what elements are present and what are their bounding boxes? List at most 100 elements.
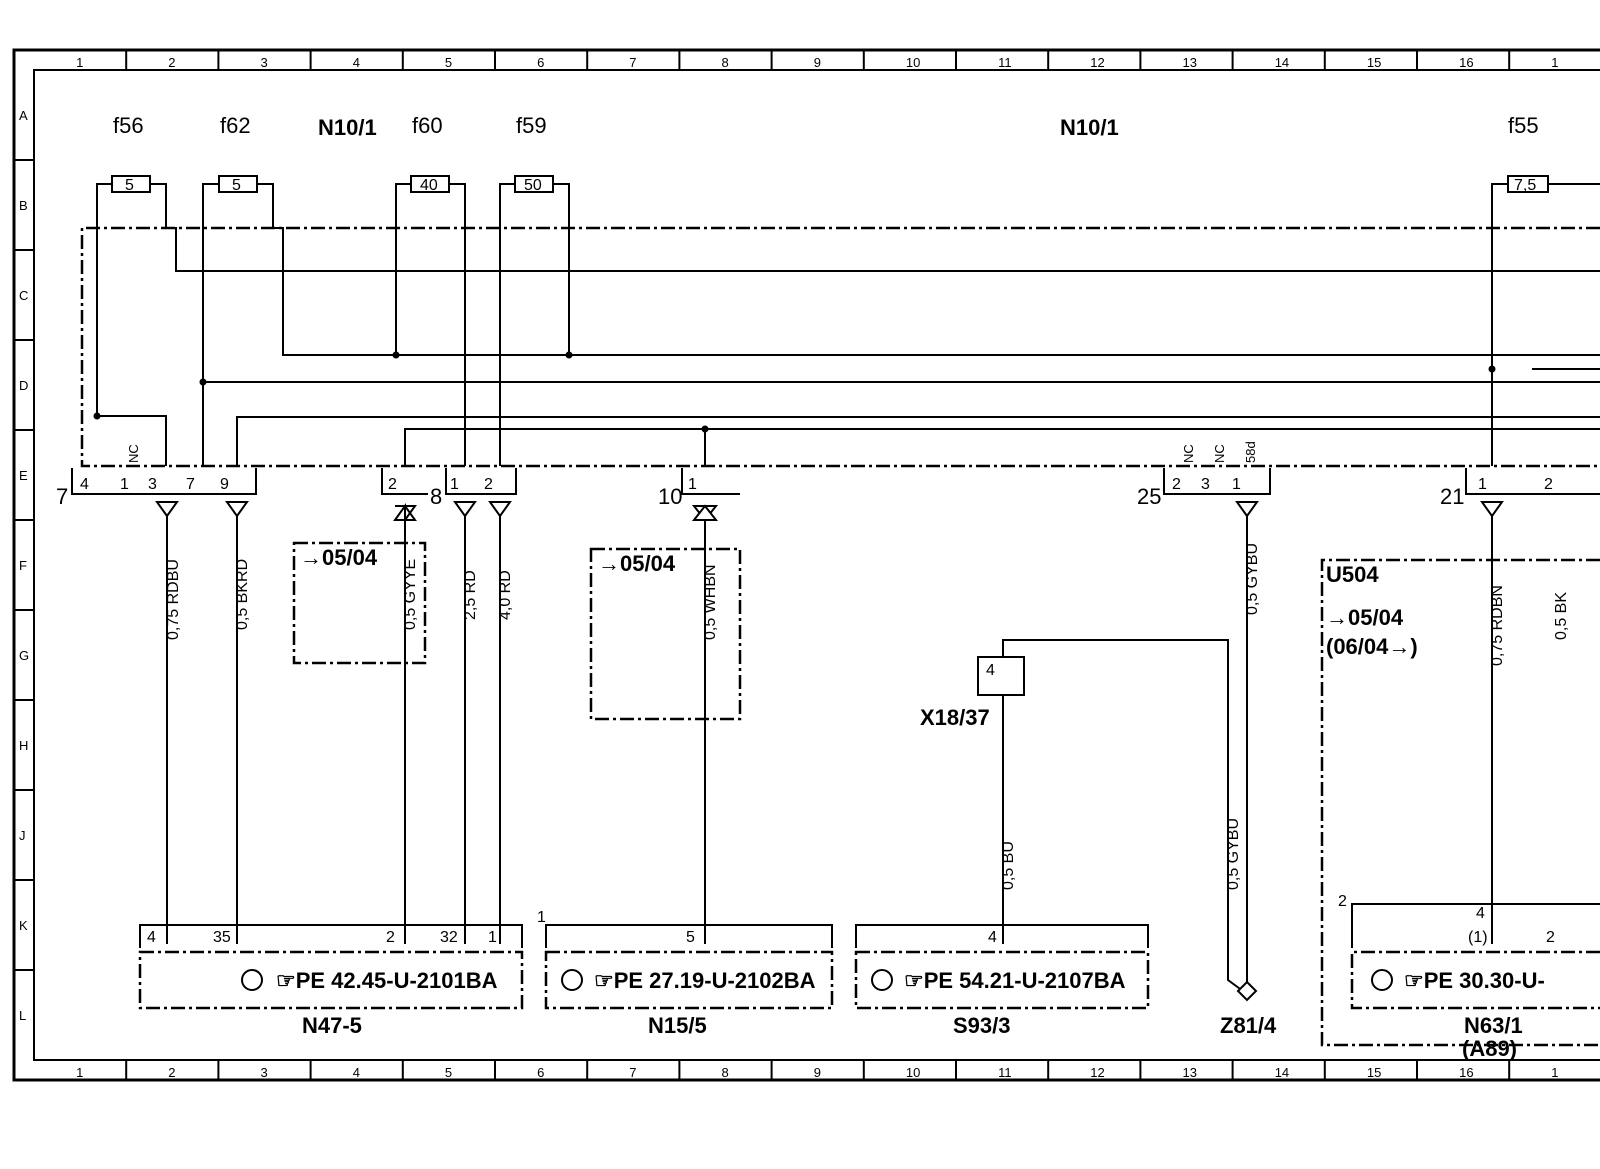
pin-label: 2 xyxy=(388,476,397,493)
nc-mark: NC xyxy=(1181,444,1196,463)
x18-pin-label: 4 xyxy=(986,662,995,679)
vertical-wires xyxy=(166,516,1493,995)
pin-label: 2 xyxy=(484,476,493,493)
column-label: 8 xyxy=(722,1065,729,1080)
u504-box xyxy=(1320,558,1600,1047)
column-label: 3 xyxy=(261,1065,268,1080)
row-label: K xyxy=(19,918,28,933)
fuse-rating-f59: 50 xyxy=(524,177,542,194)
pin-label: 35 xyxy=(213,929,231,946)
variant-box-2 xyxy=(589,547,742,721)
nc-mark: 58d xyxy=(1243,441,1258,463)
component-boxes xyxy=(138,903,1600,1010)
pin-label: 3 xyxy=(148,476,157,493)
component-name: N63/1 xyxy=(1464,1013,1523,1038)
wire-label: 2,5 RD xyxy=(462,570,479,620)
pin-label: 9 xyxy=(220,476,229,493)
component-ref: ☞PE 54.21-U-2107BA xyxy=(904,968,1126,993)
pin-label: 2 xyxy=(1546,929,1555,946)
grid-ticks: 1122334455667788991010111112121313141415… xyxy=(14,50,1559,1080)
variant-note-3: →05/04 xyxy=(1326,605,1404,630)
ground-label: Z81/4 xyxy=(1220,1013,1277,1038)
fuse-label-f55: f55 xyxy=(1508,113,1539,138)
column-label: 1 xyxy=(76,1065,83,1080)
pin-label: 1 xyxy=(688,476,697,493)
component-name: N15/5 xyxy=(648,1013,707,1038)
pin-label: 4 xyxy=(1476,905,1485,922)
nc-mark: NC xyxy=(126,444,141,463)
wire-label: 0,5 BK xyxy=(1553,592,1570,640)
internal-bus-lines xyxy=(96,227,1600,466)
fuse-rating-f56: 5 xyxy=(125,177,134,194)
component-corner-label: 1 xyxy=(537,909,546,926)
fuse-symbol-f55 xyxy=(1491,175,1600,228)
column-label: 14 xyxy=(1275,55,1289,70)
column-label: 13 xyxy=(1183,55,1197,70)
row-label: B xyxy=(19,198,28,213)
pin-label: 2 xyxy=(1544,476,1553,493)
wire-label: 0,5 GYYE xyxy=(402,559,419,630)
fuse-label-f56: f56 xyxy=(113,113,144,138)
column-label: 14 xyxy=(1275,1065,1289,1080)
component-name: S93/3 xyxy=(953,1013,1011,1038)
wire-label: 0,5 WHBN xyxy=(702,564,719,640)
wire-label: 0,75 RDBU xyxy=(165,559,182,640)
column-label: 16 xyxy=(1459,1065,1473,1080)
ground-symbol xyxy=(1236,980,1258,1002)
column-label: 9 xyxy=(814,55,821,70)
row-label: C xyxy=(19,288,28,303)
connector-strips xyxy=(71,468,1600,495)
fuse-label-f60: f60 xyxy=(412,113,443,138)
fuse-rating-f62: 5 xyxy=(232,177,241,194)
row-label: D xyxy=(19,378,28,393)
column-label: 16 xyxy=(1459,55,1473,70)
pin-label: 4 xyxy=(147,929,156,946)
column-label: 4 xyxy=(353,55,360,70)
pin-label: 7 xyxy=(186,476,195,493)
connector-label-10: 10 xyxy=(658,484,682,509)
pin-label: (1) xyxy=(1468,929,1488,946)
column-label: 15 xyxy=(1367,55,1381,70)
column-label: 13 xyxy=(1183,1065,1197,1080)
pin-label: 1 xyxy=(120,476,129,493)
column-label: 15 xyxy=(1367,1065,1381,1080)
connector-x18-37 xyxy=(977,656,1025,696)
row-label: H xyxy=(19,738,28,753)
column-label: 7 xyxy=(629,1065,636,1080)
connector-label-25: 25 xyxy=(1137,484,1161,509)
fuse-symbol-f60 xyxy=(395,175,466,228)
inner-frame xyxy=(33,69,1600,1061)
column-label: 8 xyxy=(722,55,729,70)
fuse-symbol-f59 xyxy=(499,175,570,228)
variant-note-3b: (06/04→) xyxy=(1326,634,1418,659)
connector-label-8: 8 xyxy=(430,484,442,509)
module-label-n10-left: N10/1 xyxy=(318,115,377,140)
pin-label: 1 xyxy=(1232,476,1241,493)
column-label: 9 xyxy=(814,1065,821,1080)
u504-label: U504 xyxy=(1326,562,1379,587)
fuse-label-f59: f59 xyxy=(516,113,547,138)
wire-label: 0,5 BU xyxy=(1000,841,1017,890)
connector-label-21: 21 xyxy=(1440,484,1464,509)
junction-dots xyxy=(93,351,1496,433)
connector-arrows xyxy=(155,501,1504,524)
pin-label: 4 xyxy=(80,476,89,493)
column-label: 12 xyxy=(1090,1065,1104,1080)
wire-label: 0,5 GYBU xyxy=(1225,818,1242,890)
column-label: 1 xyxy=(76,55,83,70)
row-label: E xyxy=(19,468,28,483)
pin-label: 32 xyxy=(440,929,458,946)
pin-label: 1 xyxy=(1478,476,1487,493)
pin-label: 3 xyxy=(1201,476,1210,493)
fuse-symbol-f56 xyxy=(96,175,167,228)
fuse-symbol-f62 xyxy=(202,175,274,228)
variant-note-2: →05/04 xyxy=(598,551,676,576)
column-label: 7 xyxy=(629,55,636,70)
fuse-rating-f55: 7,5 xyxy=(1514,177,1536,194)
sensor-icons xyxy=(241,969,1393,991)
column-label: 1 xyxy=(1551,1065,1558,1080)
wire-label: 0,75 RDBN xyxy=(1489,585,1506,666)
column-label: 10 xyxy=(906,55,920,70)
column-label: 2 xyxy=(168,55,175,70)
